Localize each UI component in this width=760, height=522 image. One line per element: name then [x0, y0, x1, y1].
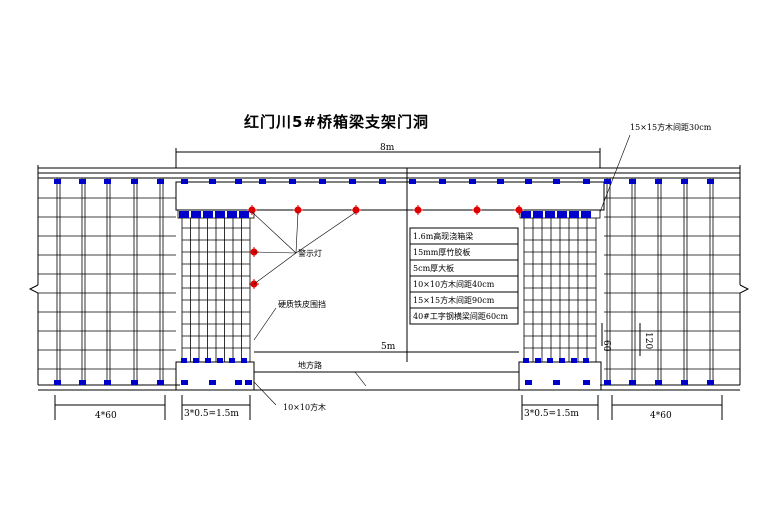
timber-block-icon	[553, 179, 560, 184]
timber-block-icon	[205, 358, 211, 363]
v120-dimension: 120	[643, 332, 653, 349]
timber-block-icon	[379, 179, 386, 184]
timber-block-icon	[553, 380, 560, 385]
layer-label: 15×15方木间距90cm	[413, 295, 495, 305]
timber-block-icon	[655, 179, 662, 184]
layer-label: 10×10方木间距40cm	[413, 279, 495, 289]
timber-block-icon	[193, 358, 199, 363]
timber-small-label: 10×10方木	[283, 402, 326, 412]
timber-block-icon	[523, 358, 529, 363]
warning-light-label: 警示灯	[298, 248, 322, 258]
timber-block-icon	[259, 179, 266, 184]
span-dimension-label: 8m	[380, 143, 395, 153]
layer-label: 40#工字钢横梁间距60cm	[413, 311, 509, 321]
left-pier-dimension: 3*0.5=1.5m	[184, 409, 239, 419]
right-spacing-dimension: 4*60	[650, 411, 672, 421]
pier-column-right	[519, 209, 601, 362]
timber-block-icon	[245, 380, 252, 385]
timber-block-icon	[54, 179, 61, 184]
timber-block-icon	[191, 211, 201, 218]
timber-block-icon	[239, 211, 249, 218]
timber-blocks	[54, 179, 714, 385]
timber-block-icon	[571, 358, 577, 363]
timber-block-icon	[559, 358, 565, 363]
timber-block-icon	[79, 179, 86, 184]
timber-block-icon	[157, 179, 164, 184]
timber-block-icon	[215, 211, 225, 218]
timber-block-icon	[655, 380, 662, 385]
timber-block-icon	[289, 179, 296, 184]
timber-block-icon	[707, 380, 714, 385]
timber-block-icon	[629, 380, 636, 385]
timber-block-icon	[533, 211, 543, 218]
timber-block-icon	[241, 358, 247, 363]
timber-block-icon	[235, 380, 242, 385]
leader-lines	[251, 134, 631, 406]
timber-block-icon	[131, 179, 138, 184]
structure-lines	[28, 148, 750, 420]
timber-block-icon	[104, 380, 111, 385]
left-spacing-dimension: 4*60	[95, 411, 117, 421]
timber-block-icon	[545, 211, 555, 218]
timber-block-icon	[583, 380, 590, 385]
timber-block-icon	[179, 211, 189, 218]
timber-block-icon	[497, 179, 504, 184]
timber-block-icon	[409, 179, 416, 184]
timber-block-icon	[583, 179, 590, 184]
timber-block-icon	[535, 358, 541, 363]
timber-block-icon	[469, 179, 476, 184]
timber-block-icon	[557, 211, 567, 218]
timber-block-icon	[547, 358, 553, 363]
timber-block-icon	[681, 380, 688, 385]
timber-block-icon	[707, 179, 714, 184]
diagram-title: 红门川5#桥箱梁支架门洞	[244, 113, 429, 131]
right-pier-dimension: 3*0.5=1.5m	[524, 409, 579, 419]
timber-block-icon	[181, 358, 187, 363]
timber-block-icon	[209, 179, 216, 184]
scaffold-left	[38, 178, 176, 385]
v60-dimension: 60	[601, 340, 611, 352]
pier-column-left	[177, 209, 255, 362]
timber-block-icon	[229, 358, 235, 363]
timber-block-icon	[104, 179, 111, 184]
timber-block-icon	[583, 358, 589, 363]
guard-label: 硬质铁皮围挡	[278, 299, 326, 309]
timber-block-icon	[157, 380, 164, 385]
timber-large-label: 15×15方木间距30cm	[630, 122, 712, 132]
opening-dimension-label: 5m	[381, 342, 396, 352]
layer-label: 1.6m高现浇箱梁	[413, 231, 473, 241]
layer-label: 5cm厚大板	[413, 263, 454, 273]
road-label: 地方路	[298, 360, 322, 370]
layer-label: 15mm厚竹胶板	[413, 247, 470, 257]
timber-block-icon	[439, 179, 446, 184]
timber-block-icon	[521, 211, 531, 218]
timber-block-icon	[79, 380, 86, 385]
timber-block-icon	[681, 179, 688, 184]
timber-block-icon	[349, 179, 356, 184]
timber-block-icon	[525, 380, 532, 385]
timber-block-icon	[209, 380, 216, 385]
timber-block-icon	[525, 179, 532, 184]
timber-block-icon	[569, 211, 579, 218]
timber-block-icon	[235, 179, 242, 184]
timber-block-icon	[629, 179, 636, 184]
scaffold-right	[604, 178, 740, 385]
timber-block-icon	[227, 211, 237, 218]
timber-block-icon	[131, 380, 138, 385]
timber-block-icon	[604, 179, 611, 184]
timber-block-icon	[54, 380, 61, 385]
timber-block-icon	[217, 358, 223, 363]
timber-block-icon	[319, 179, 326, 184]
timber-block-icon	[181, 380, 188, 385]
timber-block-icon	[181, 179, 188, 184]
timber-block-icon	[604, 380, 611, 385]
timber-block-icon	[581, 211, 591, 218]
timber-block-icon	[203, 211, 213, 218]
